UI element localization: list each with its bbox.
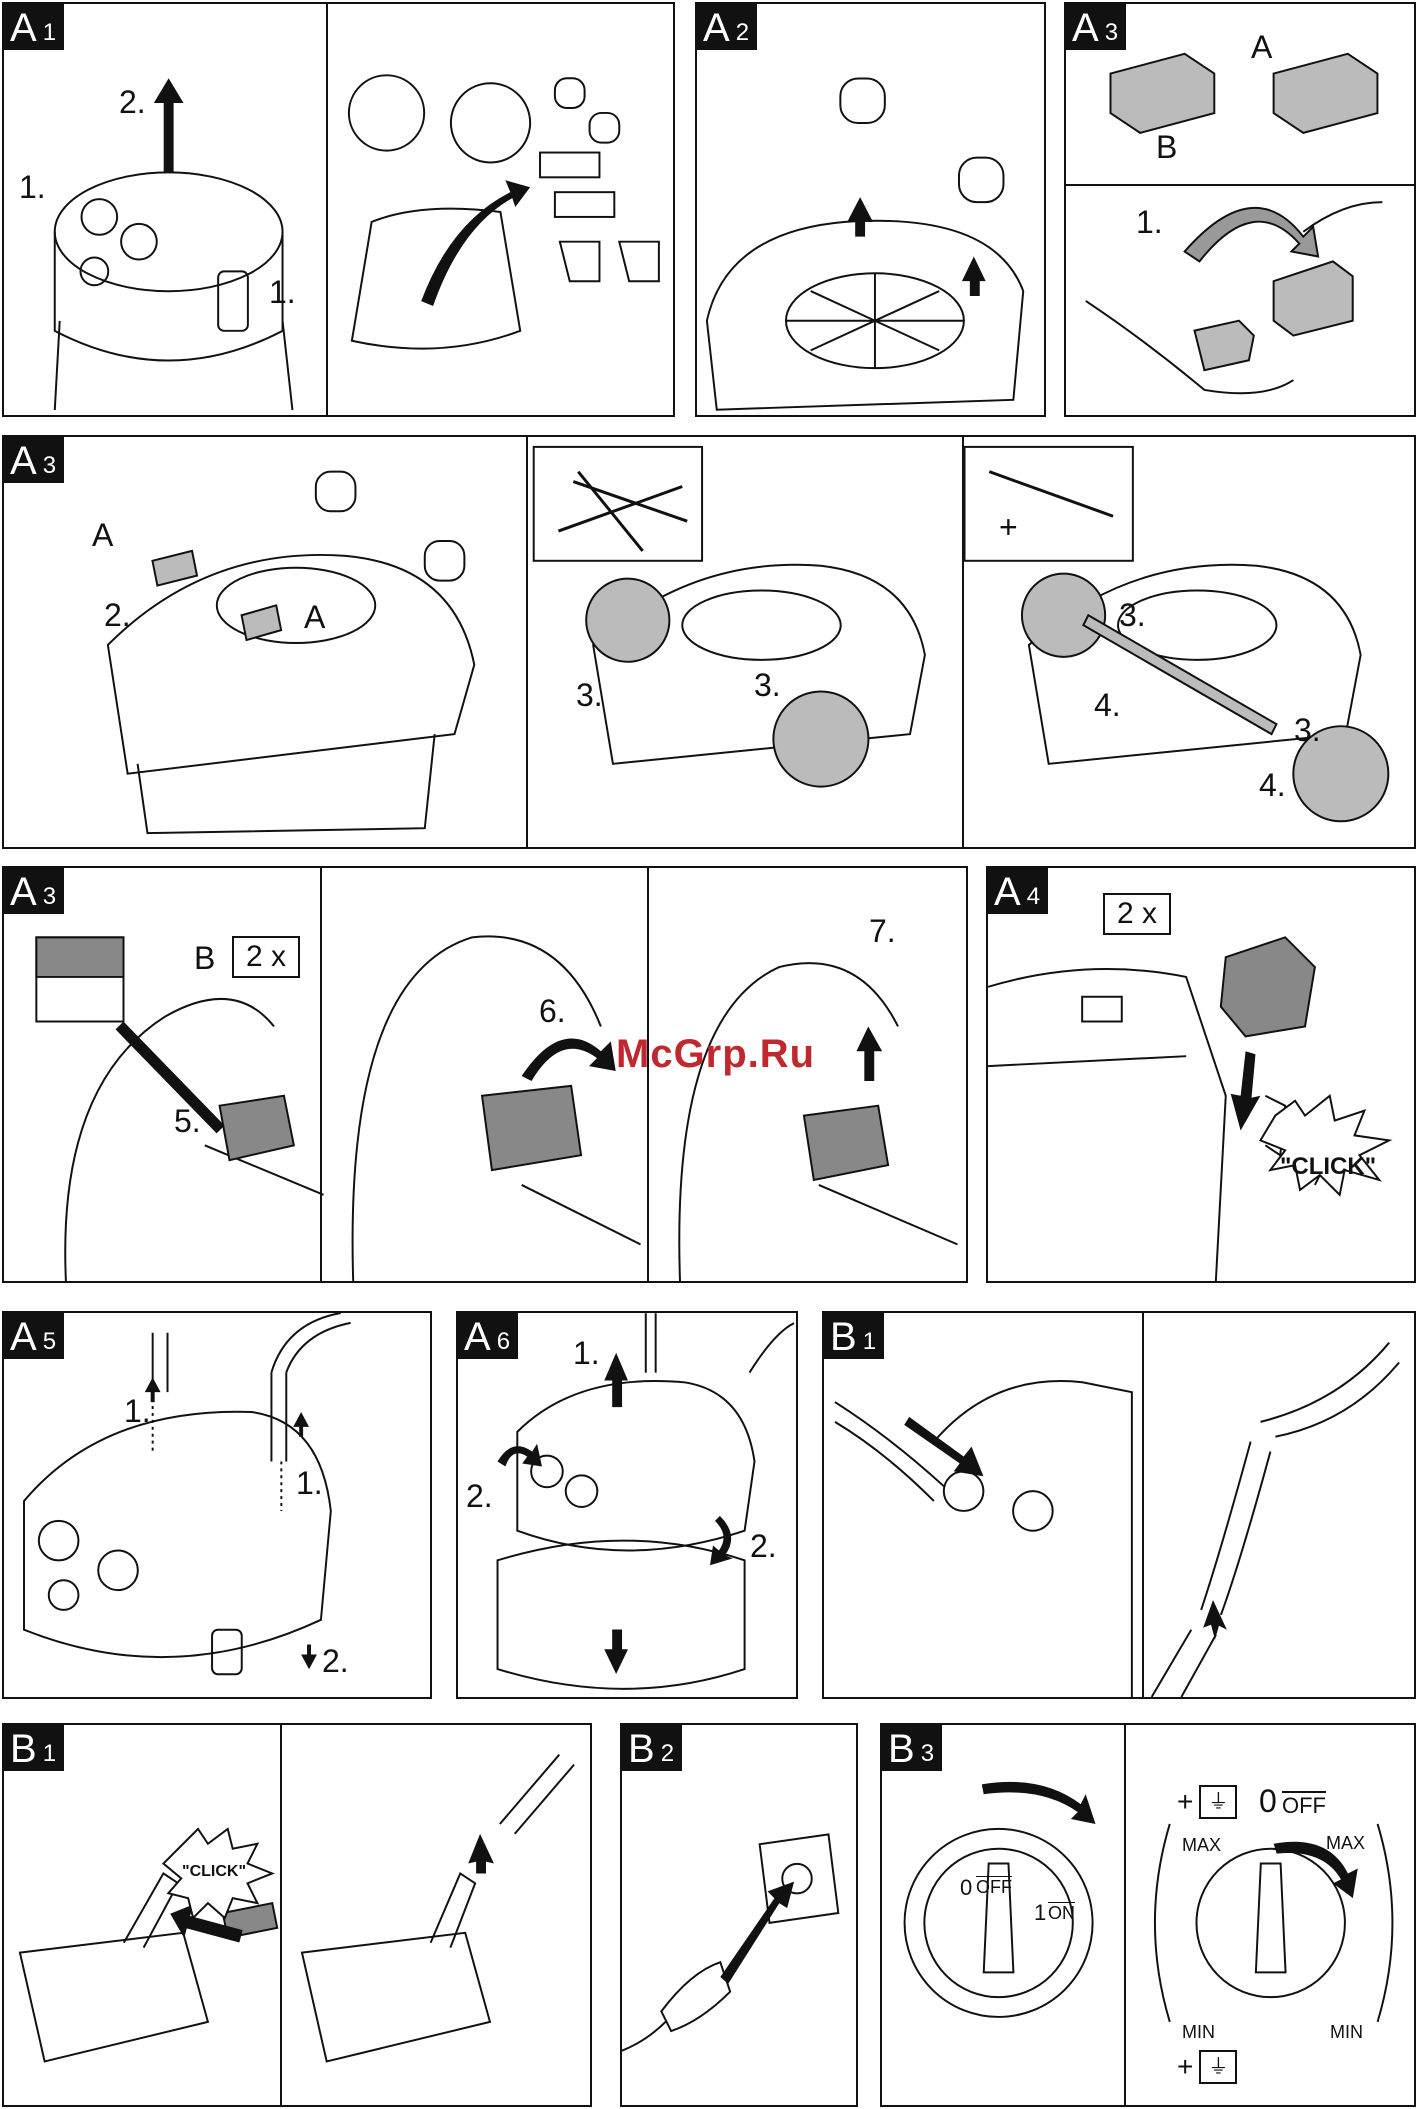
step-label: 2. xyxy=(322,1643,349,1680)
bearing-cap-install-illustration xyxy=(4,868,966,1281)
dial-max: MAX xyxy=(1182,1835,1221,1856)
bearing-clip-illustration xyxy=(1066,4,1414,415)
part-label-a: A xyxy=(304,599,325,636)
step-label: 4. xyxy=(1094,687,1121,724)
power-plug-illustration xyxy=(622,1725,856,2105)
axle-install-illustration xyxy=(4,437,1414,847)
dial-min: MIN xyxy=(1182,2022,1215,2043)
dial-max: MAX xyxy=(1326,1833,1365,1854)
vacuum-head-removal-illustration xyxy=(4,4,673,415)
step-label: 2. xyxy=(119,84,146,121)
dial-off: OFF xyxy=(976,1877,1012,1898)
dial-zero: 0 xyxy=(960,1875,972,1901)
dial-one: 1 xyxy=(1034,1900,1046,1926)
part-label-b: B xyxy=(1156,129,1177,166)
dial-min: MIN xyxy=(1330,2022,1363,2043)
head-attach-illustration xyxy=(458,1313,796,1697)
auto-mode-indicator: +⏚ xyxy=(1177,1785,1237,1819)
dial-on: ON xyxy=(1048,1903,1075,1924)
step-label: 2. xyxy=(466,1478,493,1515)
dial-zero: 0 xyxy=(1259,1783,1277,1820)
click-callout: "CLICK" xyxy=(182,1863,246,1881)
step-label: 2. xyxy=(104,597,131,634)
part-label-a: A xyxy=(92,517,113,554)
floor-nozzle-illustration xyxy=(4,1725,590,2105)
step-label: 3. xyxy=(1119,597,1146,634)
auto-mode-indicator: +⏚ xyxy=(1177,2050,1237,2084)
hose-connect-illustration xyxy=(824,1313,1414,1697)
quantity-box: 2 x xyxy=(232,936,300,978)
plug-icon: ⏚ xyxy=(1199,1785,1237,1819)
step-label: 3. xyxy=(1294,712,1321,749)
handle-install-illustration xyxy=(4,1313,430,1697)
handle-cap-click-illustration xyxy=(988,868,1414,1281)
quantity-box: 2 x xyxy=(1103,893,1171,935)
power-switch-dial-illustration xyxy=(882,1725,1414,2105)
click-callout: "CLICK" xyxy=(1280,1153,1376,1181)
part-label-b: B xyxy=(194,940,215,977)
step-label: 1. xyxy=(269,274,296,311)
step-label: 1. xyxy=(19,169,46,206)
plug-icon: ⏚ xyxy=(1199,2050,1237,2084)
step-label: 1. xyxy=(124,1393,151,1430)
plus-sign: + xyxy=(999,509,1018,546)
step-label: 3. xyxy=(576,677,603,714)
dial-off: OFF xyxy=(1282,1793,1326,1819)
step-label: 1. xyxy=(573,1335,600,1372)
step-label: 3. xyxy=(754,667,781,704)
step-label: 2. xyxy=(750,1528,777,1565)
part-label-a: A xyxy=(1251,29,1272,66)
step-label: 4. xyxy=(1259,767,1286,804)
step-label: 6. xyxy=(539,993,566,1030)
step-label: 1. xyxy=(296,1465,323,1502)
step-label: 1. xyxy=(1136,204,1163,241)
step-label: 5. xyxy=(174,1103,201,1140)
caster-wheel-install-illustration xyxy=(697,4,1044,415)
watermark: McGrp.Ru xyxy=(616,1032,815,1077)
step-label: 7. xyxy=(869,913,896,950)
